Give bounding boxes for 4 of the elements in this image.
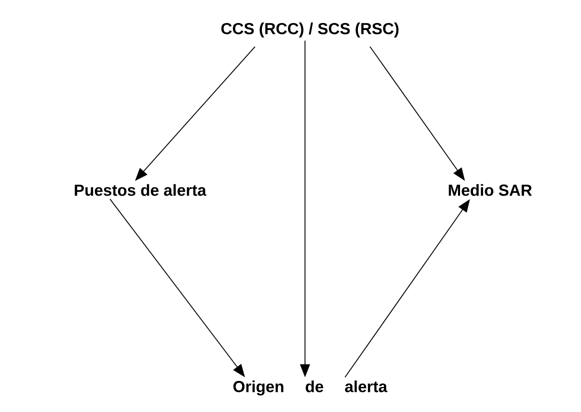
- node-label: Puestos de alerta: [74, 184, 206, 196]
- node-label: CCS (RCC) / SCS (RSC): [221, 22, 398, 38]
- node-label: Origen de alerta: [233, 380, 388, 396]
- node-label: Medio SAR: [448, 184, 532, 196]
